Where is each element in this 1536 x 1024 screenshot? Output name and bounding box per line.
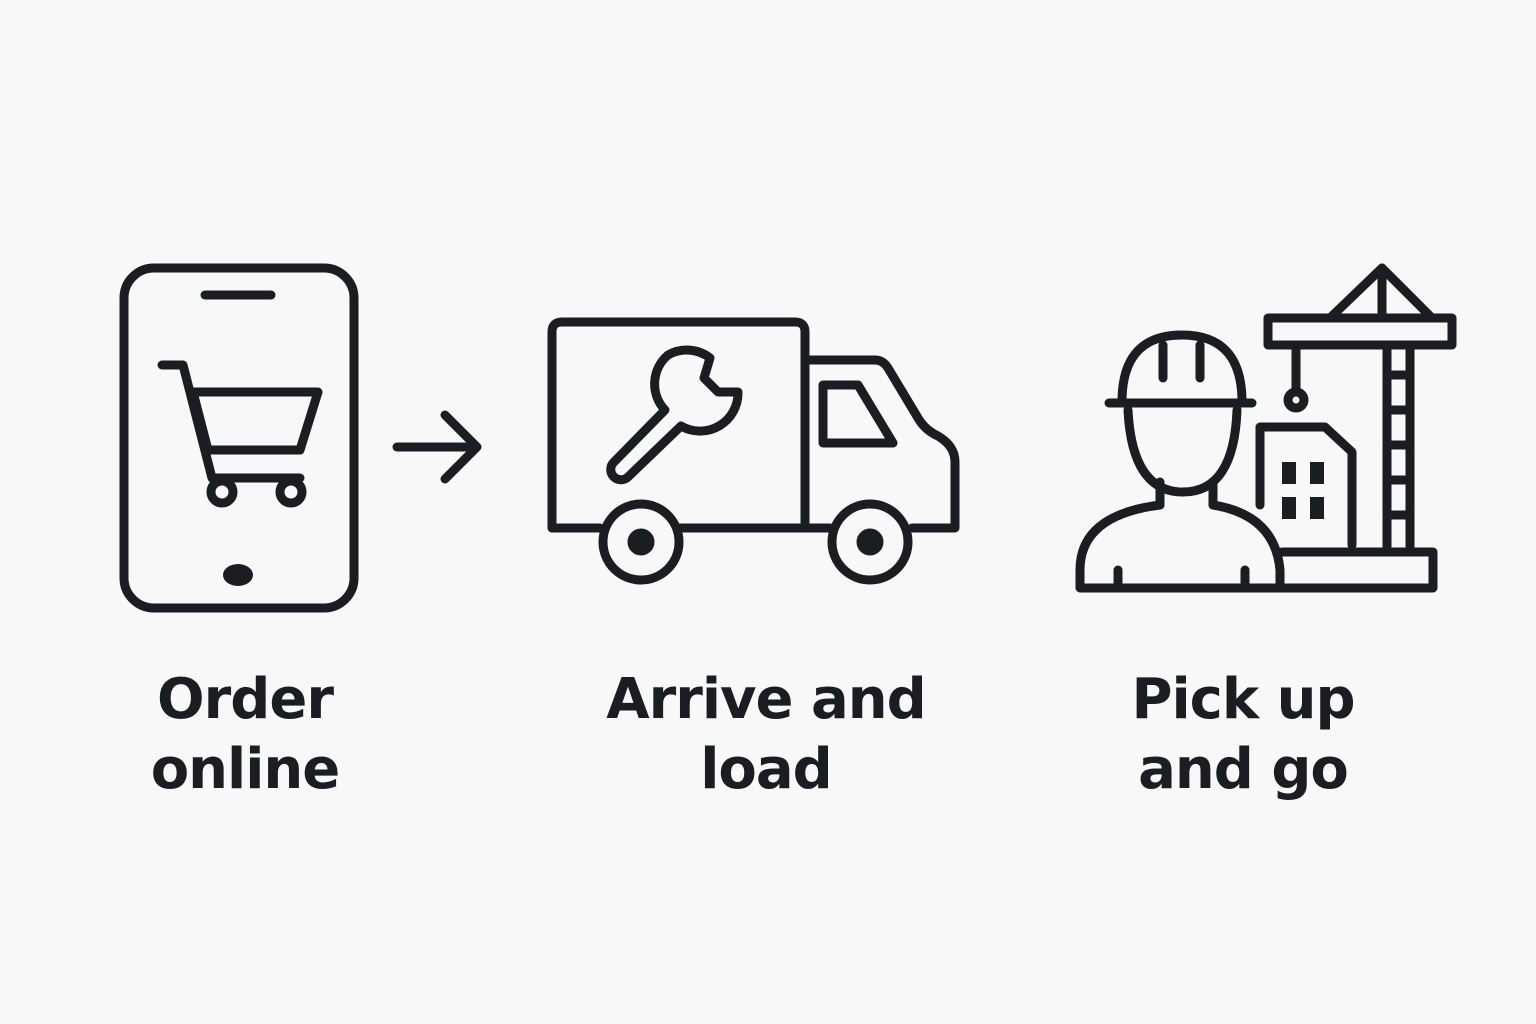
step-label-line: load bbox=[700, 737, 833, 802]
step-label-line: and go bbox=[1138, 737, 1349, 802]
step-label-line: online bbox=[150, 737, 341, 802]
step-label-arrive-and-load: Arrive and load bbox=[566, 665, 966, 805]
step-label-line: Pick up bbox=[1131, 667, 1355, 732]
step-label-order-online: Order online bbox=[45, 665, 445, 805]
worker-construction-icon bbox=[1075, 263, 1457, 593]
step-label-pick-up-and-go: Pick up and go bbox=[1043, 665, 1443, 805]
arrow-right-icon bbox=[392, 410, 482, 484]
phone-cart-icon bbox=[119, 263, 359, 613]
step-label-line: Order bbox=[157, 667, 334, 732]
step-label-line: Arrive and bbox=[606, 667, 927, 732]
truck-wrench-icon bbox=[547, 317, 960, 585]
